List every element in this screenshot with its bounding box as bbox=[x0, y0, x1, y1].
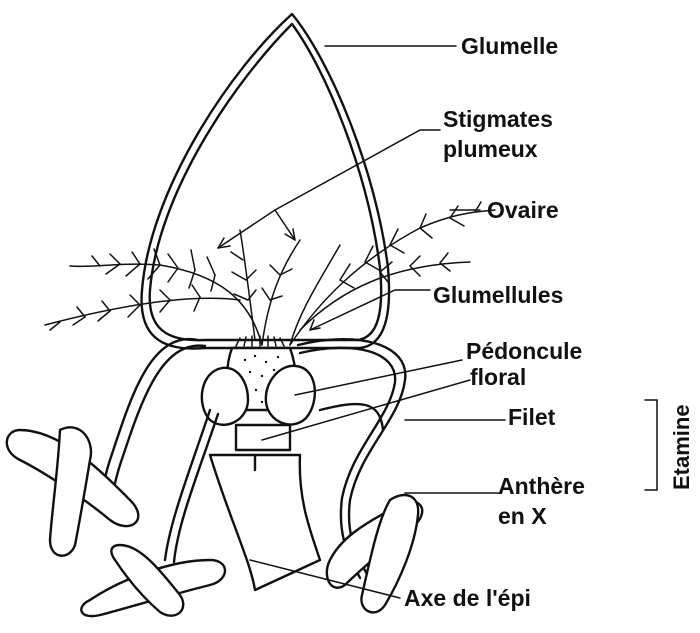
axe-epi bbox=[210, 455, 320, 590]
label-glumelle: Glumelle bbox=[461, 33, 558, 59]
label-pedoncule-line1: Pédoncule bbox=[466, 338, 582, 364]
glumelle-outline bbox=[142, 14, 390, 349]
pedoncule-floral bbox=[236, 425, 290, 450]
label-anthere-line1: Anthère bbox=[498, 473, 585, 499]
label-ovaire: Ovaire bbox=[487, 197, 559, 223]
stigmates-plumeux bbox=[45, 202, 495, 345]
label-stigmates-line2: plumeux bbox=[443, 136, 538, 162]
label-glumellules: Glumellules bbox=[433, 282, 563, 308]
label-filet: Filet bbox=[508, 404, 555, 430]
label-pedoncule-line2: floral bbox=[470, 364, 526, 390]
label-anthere-line2: en X bbox=[498, 503, 547, 529]
label-etamine: Etamine bbox=[669, 404, 695, 490]
label-stigmates-line1: Stigmates bbox=[443, 106, 553, 132]
label-axe-epi: Axe de l'épi bbox=[404, 585, 531, 611]
